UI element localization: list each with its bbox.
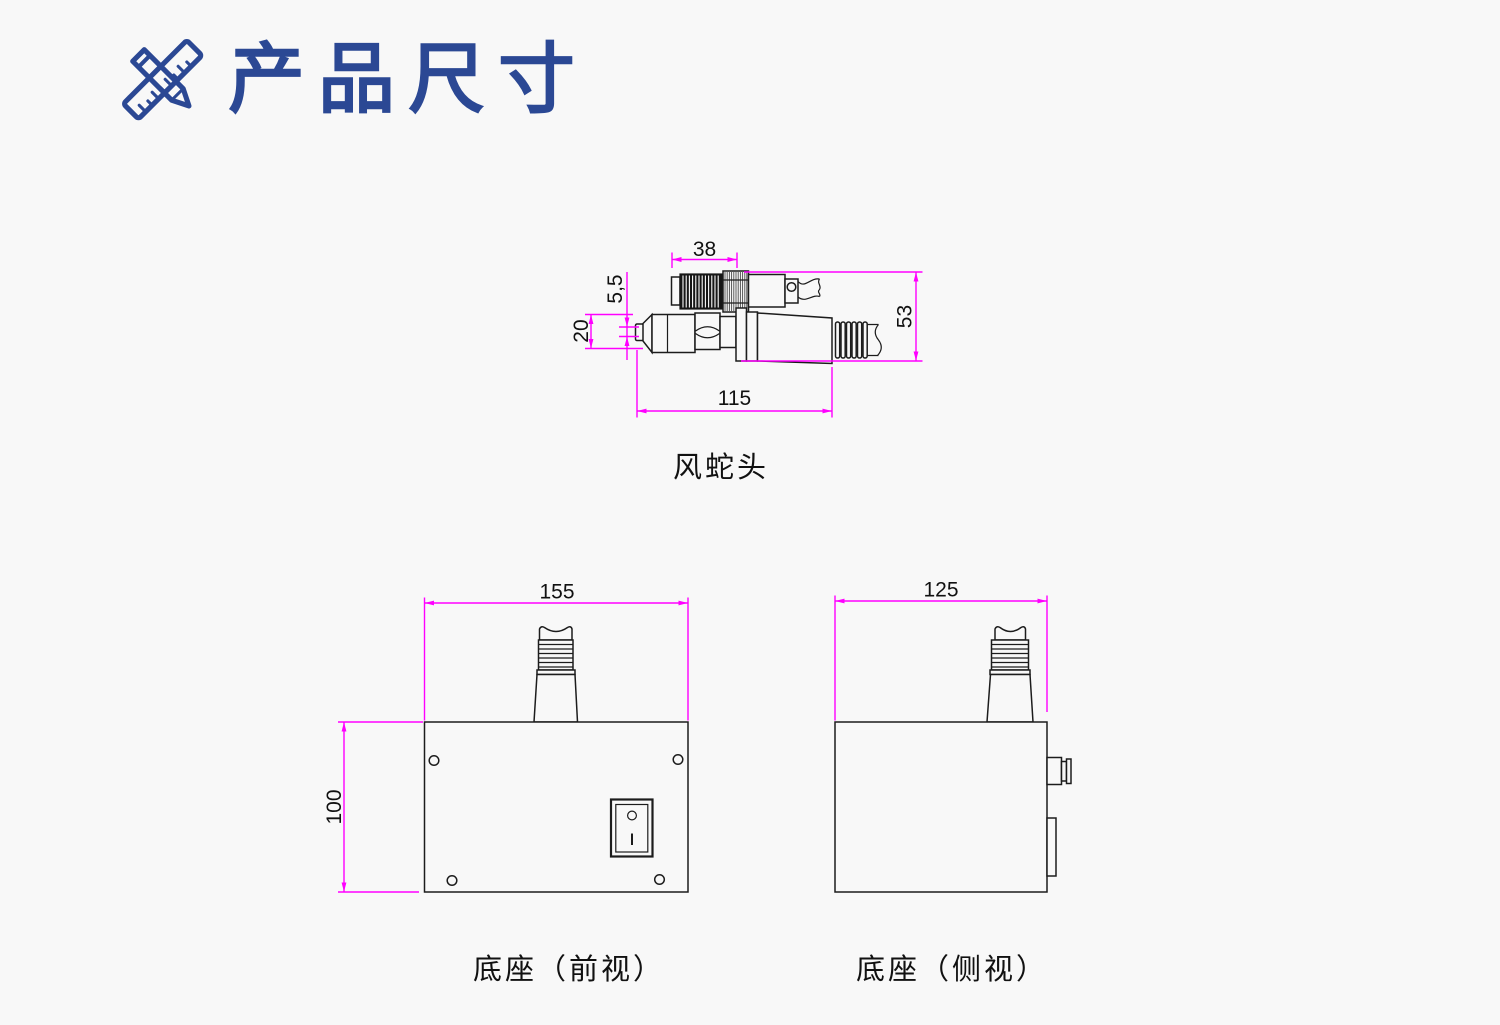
dim-155-text: 155 bbox=[539, 581, 574, 604]
ruler-shape bbox=[122, 39, 204, 121]
neck-taper bbox=[986, 673, 1034, 723]
dim-125-text: 125 bbox=[923, 579, 958, 602]
base-side-drawing: 125 bbox=[834, 579, 1072, 893]
base-front-drawing: 155 100 bbox=[323, 581, 689, 893]
hose-rib-lines bbox=[991, 643, 1029, 668]
air-head-upper-assembly bbox=[670, 270, 821, 313]
dim-38-text: 38 bbox=[693, 238, 716, 261]
ruler-pencil-icon bbox=[122, 39, 204, 121]
hose-break-end bbox=[867, 323, 882, 357]
hose-cut-end bbox=[538, 626, 573, 641]
dim-53: 53 bbox=[741, 271, 923, 362]
coupling-ribs bbox=[724, 272, 748, 311]
thread-stripes bbox=[682, 275, 719, 308]
air-head-lower-assembly bbox=[634, 307, 882, 365]
dim-115-text: 115 bbox=[718, 387, 751, 410]
side-bracket-plate bbox=[1046, 817, 1057, 877]
nozzle-chamfer bbox=[642, 312, 653, 355]
dim-125: 125 bbox=[834, 579, 1048, 721]
bellows-hose bbox=[834, 321, 868, 359]
dim-38: 38 bbox=[671, 238, 738, 268]
side-air-fitting bbox=[1046, 756, 1072, 786]
dim-20-text: 20 bbox=[570, 319, 593, 342]
hose-cut-end bbox=[994, 626, 1027, 641]
clip-hole bbox=[786, 281, 797, 293]
coupling-bands bbox=[723, 279, 749, 304]
air-head-drawing: 38 5,5 20 bbox=[570, 238, 923, 418]
power-switch bbox=[609, 798, 654, 858]
pencil-shape bbox=[130, 47, 192, 109]
gun-body bbox=[756, 312, 833, 365]
flange bbox=[735, 307, 748, 362]
base-front-neck bbox=[533, 626, 579, 723]
air-head-label: 风蛇头 bbox=[672, 452, 770, 484]
dim-155: 155 bbox=[423, 581, 689, 721]
base-front-box bbox=[423, 721, 689, 893]
upper-body bbox=[747, 273, 786, 308]
base-side-neck bbox=[986, 626, 1034, 723]
air-head-dimensions: 38 5,5 20 bbox=[570, 238, 923, 418]
clip-cable bbox=[797, 278, 821, 300]
base-front-screw-holes bbox=[428, 753, 684, 887]
dim-100-text: 100 bbox=[323, 789, 346, 824]
hex-nut-arcs bbox=[695, 326, 720, 339]
base-front-label: 底座（前视） bbox=[472, 954, 666, 986]
dim-53-text: 53 bbox=[894, 305, 917, 328]
dim-5-5: 5,5 bbox=[604, 272, 639, 360]
dim-5-5-text: 5,5 bbox=[604, 274, 627, 303]
dim-115: 115 bbox=[636, 350, 833, 418]
hose-rib-lines bbox=[538, 643, 573, 668]
collar bbox=[719, 315, 737, 349]
neck-taper bbox=[533, 673, 579, 723]
dim-100: 100 bbox=[323, 721, 423, 893]
dim-20: 20 bbox=[570, 313, 643, 350]
hex-nut bbox=[694, 312, 721, 351]
base-side-box bbox=[834, 721, 1048, 893]
base-side-dimensions: 125 bbox=[834, 579, 1048, 721]
base-side-label: 底座（侧视） bbox=[855, 954, 1049, 986]
header: 产品尺寸 bbox=[112, 28, 588, 132]
page-title: 产品尺寸 bbox=[228, 36, 588, 123]
nozzle-body bbox=[651, 313, 696, 354]
base-front-dimensions: 155 100 bbox=[323, 581, 689, 893]
flange-step bbox=[745, 311, 759, 362]
end-cap bbox=[670, 276, 681, 306]
switch-o-mark bbox=[626, 810, 637, 821]
